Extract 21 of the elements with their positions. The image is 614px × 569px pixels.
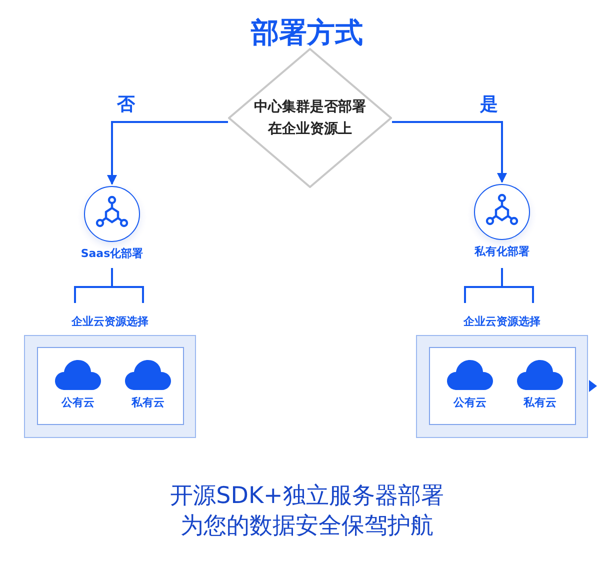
edge-label: 否	[116, 93, 136, 116]
connector	[107, 121, 228, 185]
slogan-line: 为您的数据安全保驾护航	[180, 512, 434, 541]
edge-label: 是	[479, 93, 499, 116]
cloud-label: 私有云	[522, 395, 558, 410]
inner-box	[37, 347, 184, 425]
decision-text: 中心集群是否部署在企业资源上	[253, 98, 367, 139]
title: 部署方式	[250, 15, 364, 51]
connector	[392, 121, 507, 183]
connector	[74, 267, 144, 304]
node-label: Saas化部署	[80, 246, 144, 261]
inner-box	[429, 347, 576, 425]
connector	[464, 267, 534, 304]
cloud-label: 公有云	[60, 395, 96, 410]
cloud-label: 公有云	[452, 395, 488, 410]
decision-diamond	[228, 48, 392, 188]
node-label: 私有化部署	[473, 244, 530, 259]
panel-heading: 企业云资源选择	[462, 314, 542, 329]
cloud-label: 私有云	[130, 395, 166, 410]
panel-heading: 企业云资源选择	[70, 314, 150, 329]
slogan-line: 开源SDK+独立服务器部署	[169, 482, 445, 511]
